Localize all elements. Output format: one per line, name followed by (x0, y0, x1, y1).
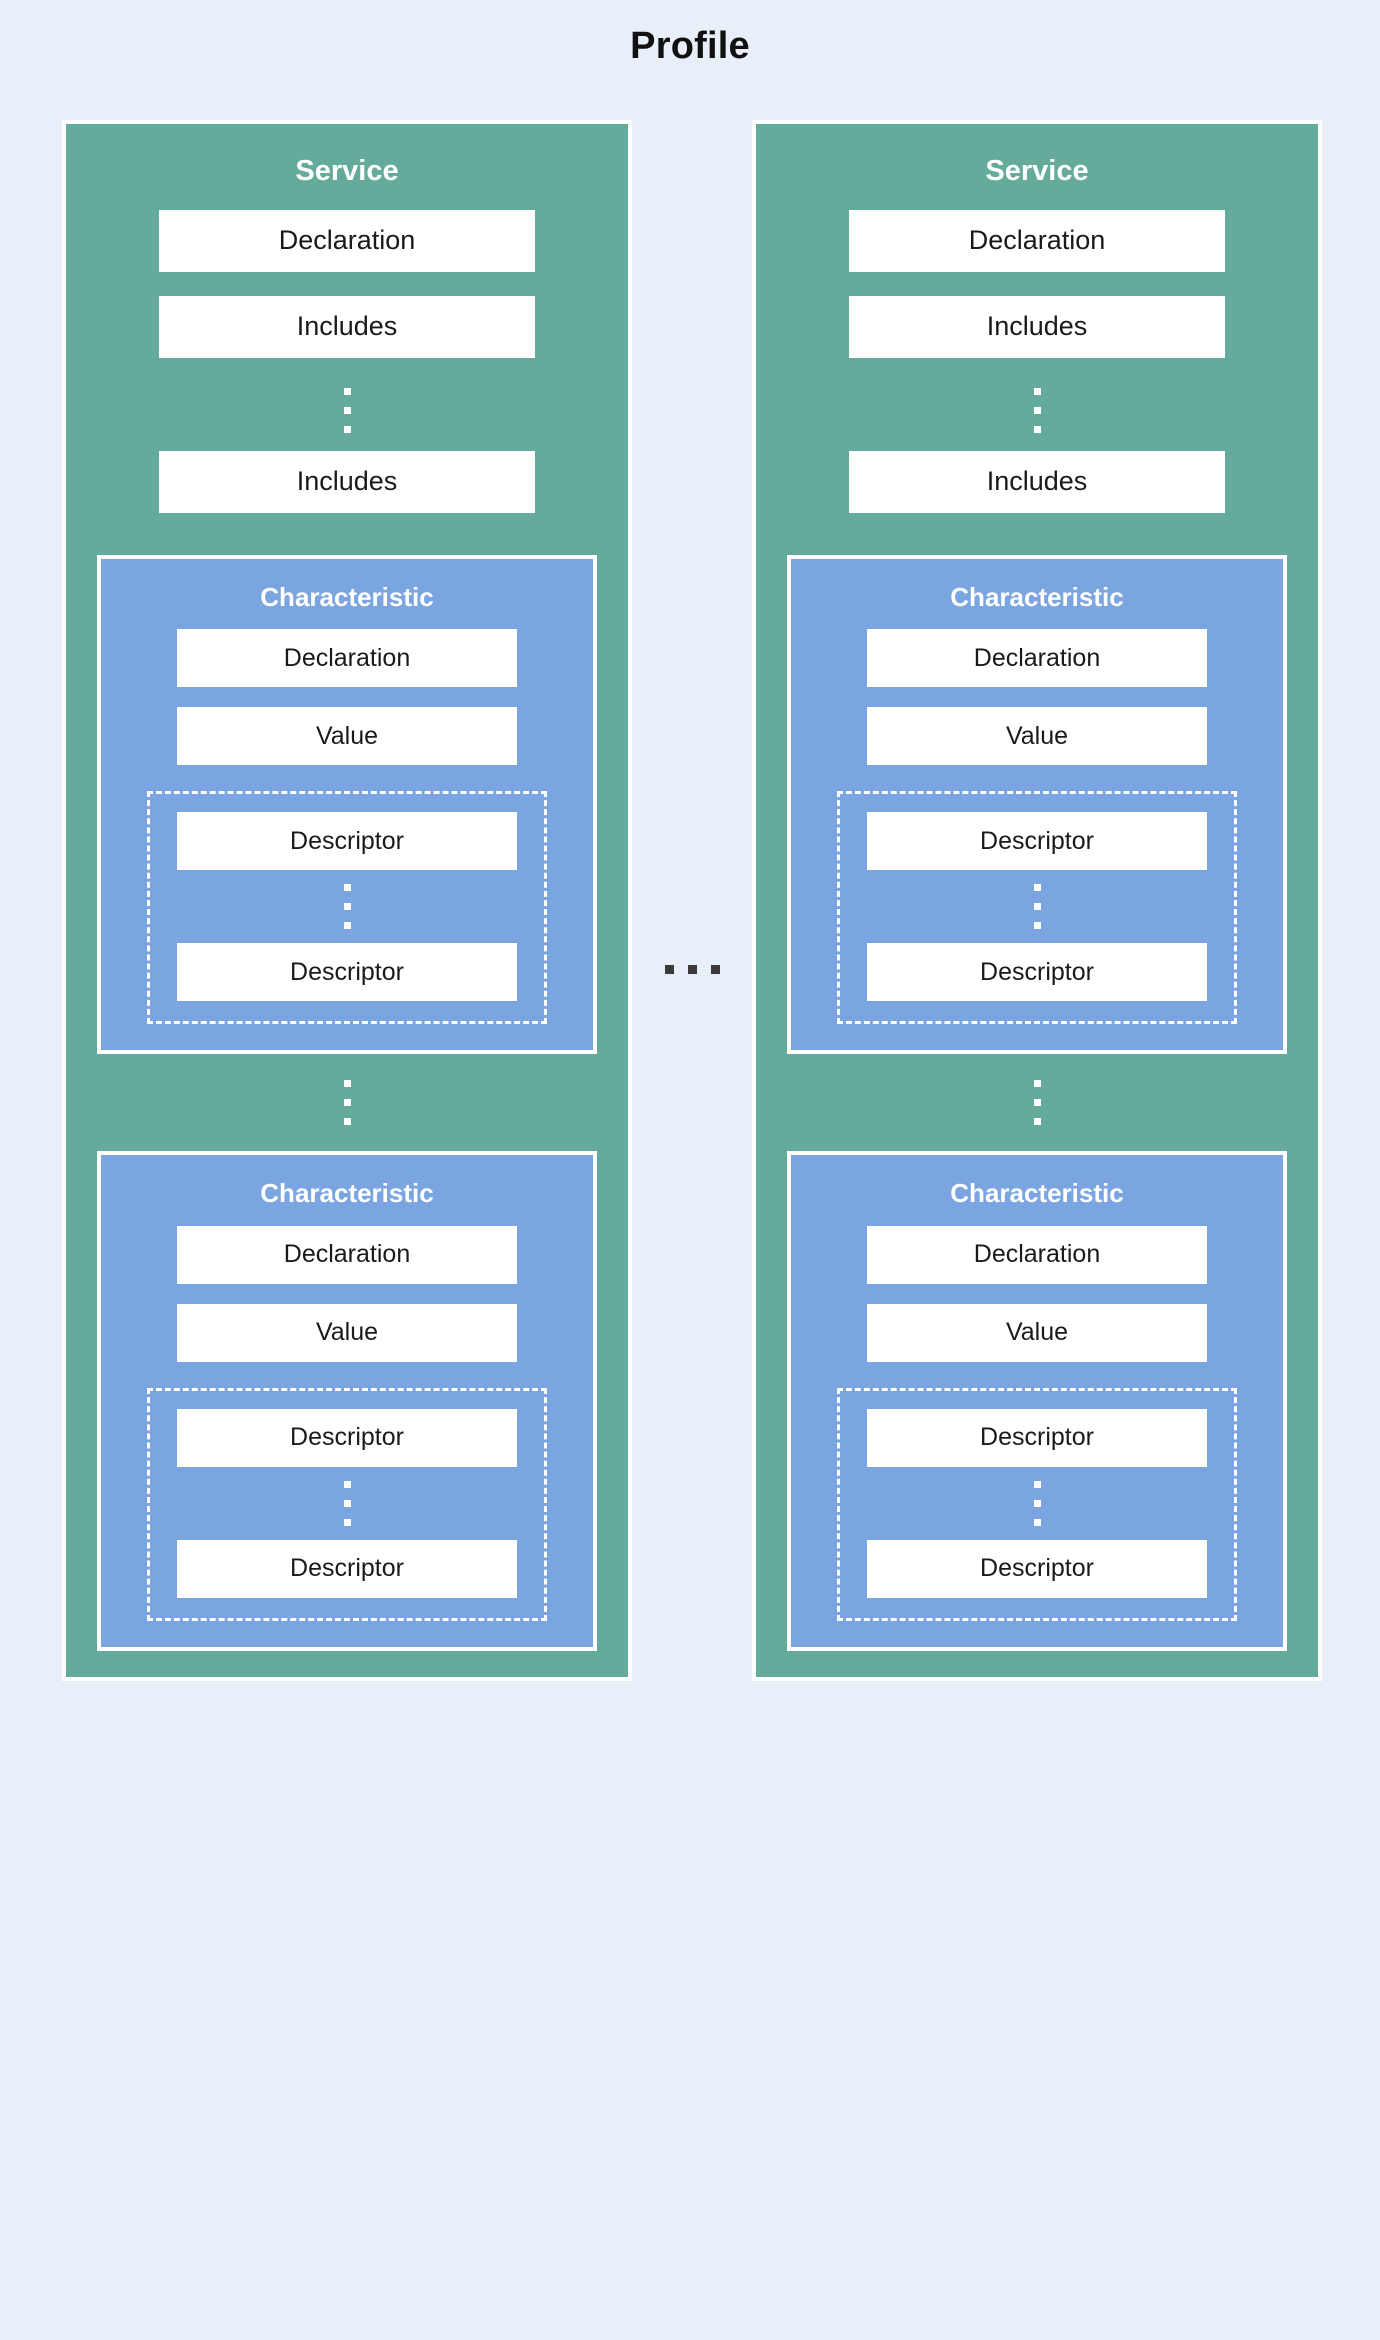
descriptor-box-first[interactable]: Descriptor (177, 1409, 517, 1468)
service-declaration-box[interactable]: Declaration (159, 209, 535, 272)
dot-icon (1033, 884, 1041, 892)
descriptor-box-first[interactable]: Descriptor (867, 1409, 1207, 1468)
service-declaration-box[interactable]: Declaration (849, 209, 1225, 272)
service-includes-box-last[interactable]: Includes (159, 450, 535, 513)
dot-icon (1033, 903, 1041, 911)
descriptor-group: Descriptor Descriptor (837, 1388, 1237, 1622)
vertical-ellipsis-icon (1033, 387, 1041, 433)
characteristic-title: Characteristic (260, 581, 434, 612)
characteristic-value-box[interactable]: Value (867, 1304, 1207, 1363)
dot-icon (343, 1118, 351, 1126)
page-title: Profile (630, 25, 750, 67)
vertical-ellipsis-icon (1033, 1481, 1041, 1527)
dot-icon (343, 922, 351, 930)
service-title: Service (295, 155, 399, 187)
characteristic-declaration-box[interactable]: Declaration (177, 1226, 517, 1285)
service-columns: Service Declaration Includes Includes Ch… (0, 120, 1380, 2310)
horizontal-ellipsis-icon (632, 965, 752, 974)
dot-icon (343, 425, 351, 433)
descriptor-box-first[interactable]: Descriptor (177, 812, 517, 871)
characteristic-declaration-box[interactable]: Declaration (867, 629, 1207, 688)
characteristic-value-box[interactable]: Value (177, 1304, 517, 1363)
dot-icon (343, 884, 351, 892)
dot-icon (687, 965, 697, 974)
dot-icon (1033, 406, 1041, 414)
descriptor-group: Descriptor Descriptor (147, 1388, 547, 1622)
descriptor-box-last[interactable]: Descriptor (867, 943, 1207, 1002)
vertical-ellipsis-icon (343, 884, 351, 930)
dot-icon (1033, 387, 1041, 395)
characteristic-title: Characteristic (950, 581, 1124, 612)
vertical-ellipsis-icon (343, 387, 351, 433)
characteristic-value-box[interactable]: Value (177, 707, 517, 766)
dot-icon (343, 406, 351, 414)
dot-icon (1033, 1481, 1041, 1489)
characteristic-value-box[interactable]: Value (867, 707, 1207, 766)
dot-icon (1033, 1519, 1041, 1527)
characteristic-declaration-box[interactable]: Declaration (867, 1226, 1207, 1285)
service-includes-box-last[interactable]: Includes (849, 450, 1225, 513)
dot-icon (343, 1099, 351, 1107)
dot-icon (1033, 1118, 1041, 1126)
descriptor-box-first[interactable]: Descriptor (867, 812, 1207, 871)
characteristic-declaration-box[interactable]: Declaration (177, 629, 517, 688)
dot-icon (343, 1481, 351, 1489)
service-includes-box-first[interactable]: Includes (159, 295, 535, 358)
descriptor-box-last[interactable]: Descriptor (177, 943, 517, 1002)
dot-icon (1033, 922, 1041, 930)
dot-icon (343, 387, 351, 395)
dot-icon (1033, 1099, 1041, 1107)
characteristic-title: Characteristic (260, 1178, 434, 1209)
service-card-2[interactable]: Service Declaration Includes Includes Ch… (752, 120, 1322, 1682)
dot-icon (710, 965, 720, 974)
dot-icon (1033, 1500, 1041, 1508)
characteristic-card-2[interactable]: Characteristic Declaration Value Descrip… (97, 1151, 597, 1652)
vertical-ellipsis-icon (343, 1080, 351, 1126)
dot-icon (664, 965, 674, 974)
dot-icon (1033, 425, 1041, 433)
dot-icon (343, 1080, 351, 1088)
dot-icon (1033, 1080, 1041, 1088)
dot-icon (343, 1500, 351, 1508)
characteristic-title: Characteristic (950, 1178, 1124, 1209)
characteristic-card-2[interactable]: Characteristic Declaration Value Descrip… (787, 1151, 1287, 1652)
descriptor-box-last[interactable]: Descriptor (177, 1540, 517, 1599)
descriptor-box-last[interactable]: Descriptor (867, 1540, 1207, 1599)
service-includes-box-first[interactable]: Includes (849, 295, 1225, 358)
descriptor-group: Descriptor Descriptor (147, 791, 547, 1025)
vertical-ellipsis-icon (1033, 884, 1041, 930)
descriptor-group: Descriptor Descriptor (837, 791, 1237, 1025)
vertical-ellipsis-icon (343, 1481, 351, 1527)
dot-icon (343, 903, 351, 911)
service-card-1[interactable]: Service Declaration Includes Includes Ch… (62, 120, 632, 1682)
dot-icon (343, 1519, 351, 1527)
vertical-ellipsis-icon (1033, 1080, 1041, 1126)
characteristic-card-1[interactable]: Characteristic Declaration Value Descrip… (787, 554, 1287, 1055)
service-title: Service (985, 155, 1089, 187)
characteristic-card-1[interactable]: Characteristic Declaration Value Descrip… (97, 554, 597, 1055)
